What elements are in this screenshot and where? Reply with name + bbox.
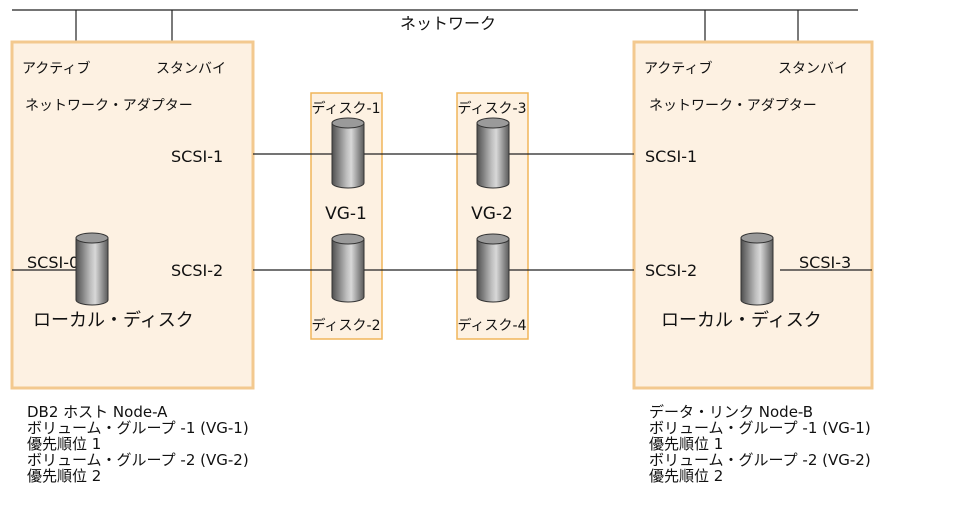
disk-1-icon (331, 117, 365, 189)
disk-2-icon (331, 233, 365, 303)
node-b-info-line: 優先順位 2 (649, 467, 724, 485)
node-b-panel (632, 40, 874, 390)
node-a-scsi-bottom: SCSI-2 (171, 261, 223, 280)
node-a-local-disk-label: ローカル・ディスク (33, 310, 194, 331)
node-b-scsi-bottom: SCSI-2 (645, 261, 697, 280)
network-label: ネットワーク (400, 14, 496, 33)
vg-1-disk-top-label: ディスク-1 (312, 100, 381, 117)
node-b-scsi-top: SCSI-1 (645, 147, 697, 166)
vg-2-label: VG-2 (471, 204, 513, 224)
node-b-scsi-local: SCSI-3 (799, 253, 851, 272)
scsi-cables (12, 153, 872, 271)
disk-3-icon (476, 117, 510, 189)
network-bus (12, 9, 858, 42)
node-a-scsi-local: SCSI-0 (27, 253, 79, 272)
node-a-info-line: DB2 ホスト Node-A (27, 403, 168, 421)
node-a-scsi-top: SCSI-1 (171, 147, 223, 166)
node-a-active-label: アクティブ (22, 60, 90, 77)
vg-1-disk-bottom-label: ディスク-2 (312, 317, 381, 334)
node-b-info-line: ボリューム・グループ -2 (VG-2) (649, 451, 871, 469)
node-a-standby-label: スタンバイ (156, 61, 226, 77)
node-b-info-line: ボリューム・グループ -1 (VG-1) (649, 419, 871, 437)
node-a-info-line: ボリューム・グループ -2 (VG-2) (27, 451, 249, 469)
node-a-adapter-label: ネットワーク・アダプター (25, 98, 193, 114)
vg-1-label: VG-1 (325, 204, 367, 224)
node-b-active-label: アクティブ (644, 60, 712, 77)
node-a-info-line: 優先順位 1 (27, 435, 102, 453)
vg-2-disk-top-label: ディスク-3 (458, 100, 527, 117)
node-a-info-line: 優先順位 2 (27, 467, 102, 485)
node-a-info-line: ボリューム・グループ -1 (VG-1) (27, 419, 249, 437)
disk-layer (75, 117, 774, 306)
local-disk-a-icon (75, 232, 109, 306)
vg-2-disk-bottom-label: ディスク-4 (458, 317, 527, 334)
node-b-info-line: データ・リンク Node-B (649, 403, 814, 421)
node-b-adapter-label: ネットワーク・アダプター (649, 98, 817, 114)
node-b-local-disk-label: ローカル・ディスク (661, 310, 822, 331)
node-b-standby-label: スタンバイ (778, 61, 848, 77)
node-b-info-line: 優先順位 1 (649, 435, 724, 453)
disk-4-icon (476, 233, 510, 303)
node-a-info: DB2 ホスト Node-A ボリューム・グループ -1 (VG-1) 優先順位… (27, 404, 249, 484)
local-disk-b-icon (740, 232, 774, 306)
node-b-info: データ・リンク Node-B ボリューム・グループ -1 (VG-1) 優先順位… (649, 404, 871, 484)
node-a-panel (10, 40, 255, 390)
